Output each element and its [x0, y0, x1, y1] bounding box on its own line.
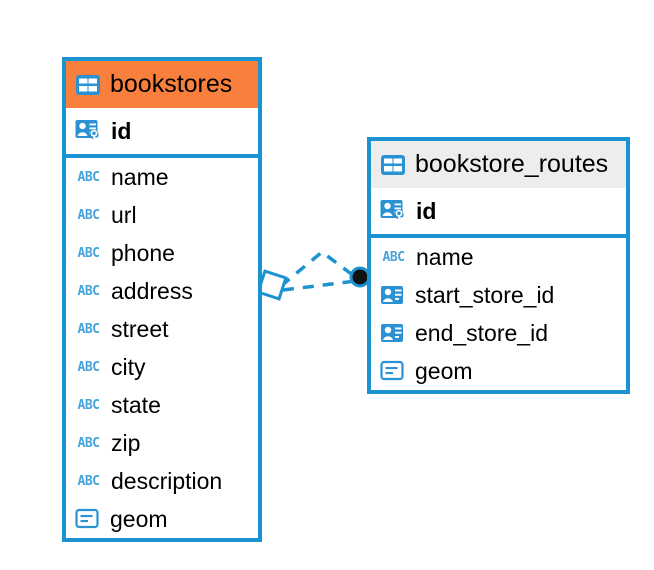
field-name: id — [111, 117, 132, 144]
field-list-bookstores: ABC name ABC url ABC phone ABC address A… — [66, 158, 258, 538]
field-row-geom[interactable]: geom — [66, 500, 258, 538]
entity-header-bookstores[interactable]: bookstores — [66, 61, 258, 108]
primary-key-icon — [380, 199, 407, 223]
field-row-id[interactable]: id — [371, 188, 626, 234]
relationship-line-lower — [282, 279, 357, 292]
field-row-end-store-id[interactable]: end_store_id — [371, 314, 626, 352]
foreign-key-icon — [380, 284, 406, 306]
field-name: geom — [415, 357, 473, 384]
abc-icon: ABC — [77, 207, 100, 223]
field-list-bookstore-routes: ABC name start_store_id — [371, 238, 626, 390]
field-name: phone — [111, 239, 175, 266]
abc-icon: ABC — [77, 169, 100, 185]
field-name: url — [111, 201, 137, 228]
field-row-address[interactable]: ABC address — [66, 272, 258, 310]
abc-icon: ABC — [77, 473, 100, 489]
entity-bookstores[interactable]: bookstores — [62, 57, 262, 542]
abc-icon: ABC — [382, 249, 405, 265]
abc-icon: ABC — [77, 359, 100, 375]
field-name: city — [111, 353, 146, 380]
field-name: id — [416, 197, 437, 224]
field-name: street — [111, 315, 169, 342]
field-row-state[interactable]: ABC state — [66, 386, 258, 424]
abc-icon: ABC — [77, 397, 100, 413]
field-name: start_store_id — [415, 281, 555, 308]
entity-header-bookstore-routes[interactable]: bookstore_routes — [371, 141, 626, 188]
field-row-id[interactable]: id — [66, 108, 258, 154]
table-icon — [75, 74, 101, 96]
field-row-name[interactable]: ABC name — [371, 238, 626, 276]
field-name: end_store_id — [415, 319, 548, 346]
entity-title: bookstores — [110, 70, 233, 98]
geometry-icon — [380, 360, 406, 382]
field-name: description — [111, 467, 223, 494]
abc-icon: ABC — [77, 321, 100, 337]
field-name: geom — [110, 505, 168, 532]
primary-key-icon — [75, 119, 102, 143]
entity-bookstore-routes[interactable]: bookstore_routes — [367, 137, 630, 394]
relationship-line-upper — [279, 249, 360, 288]
field-row-phone[interactable]: ABC phone — [66, 234, 258, 272]
foreign-key-icon — [380, 322, 406, 344]
field-row-city[interactable]: ABC city — [66, 348, 258, 386]
field-row-geom[interactable]: geom — [371, 352, 626, 390]
field-row-url[interactable]: ABC url — [66, 196, 258, 234]
field-name: state — [111, 391, 161, 418]
table-icon — [380, 154, 406, 176]
field-name: name — [416, 243, 474, 270]
abc-icon: ABC — [77, 245, 100, 261]
field-row-street[interactable]: ABC street — [66, 310, 258, 348]
field-row-name[interactable]: ABC name — [66, 158, 258, 196]
primary-key-separator — [66, 154, 258, 158]
field-row-start-store-id[interactable]: start_store_id — [371, 276, 626, 314]
field-row-description[interactable]: ABC description — [66, 462, 258, 500]
abc-icon: ABC — [77, 435, 100, 451]
geometry-icon — [75, 508, 101, 530]
field-row-zip[interactable]: ABC zip — [66, 424, 258, 462]
diamond-marker — [256, 269, 288, 301]
field-name: address — [111, 277, 193, 304]
entity-title: bookstore_routes — [415, 150, 609, 178]
abc-icon: ABC — [77, 283, 100, 299]
field-name: name — [111, 163, 169, 190]
field-name: zip — [111, 429, 141, 456]
primary-key-separator — [371, 234, 626, 238]
